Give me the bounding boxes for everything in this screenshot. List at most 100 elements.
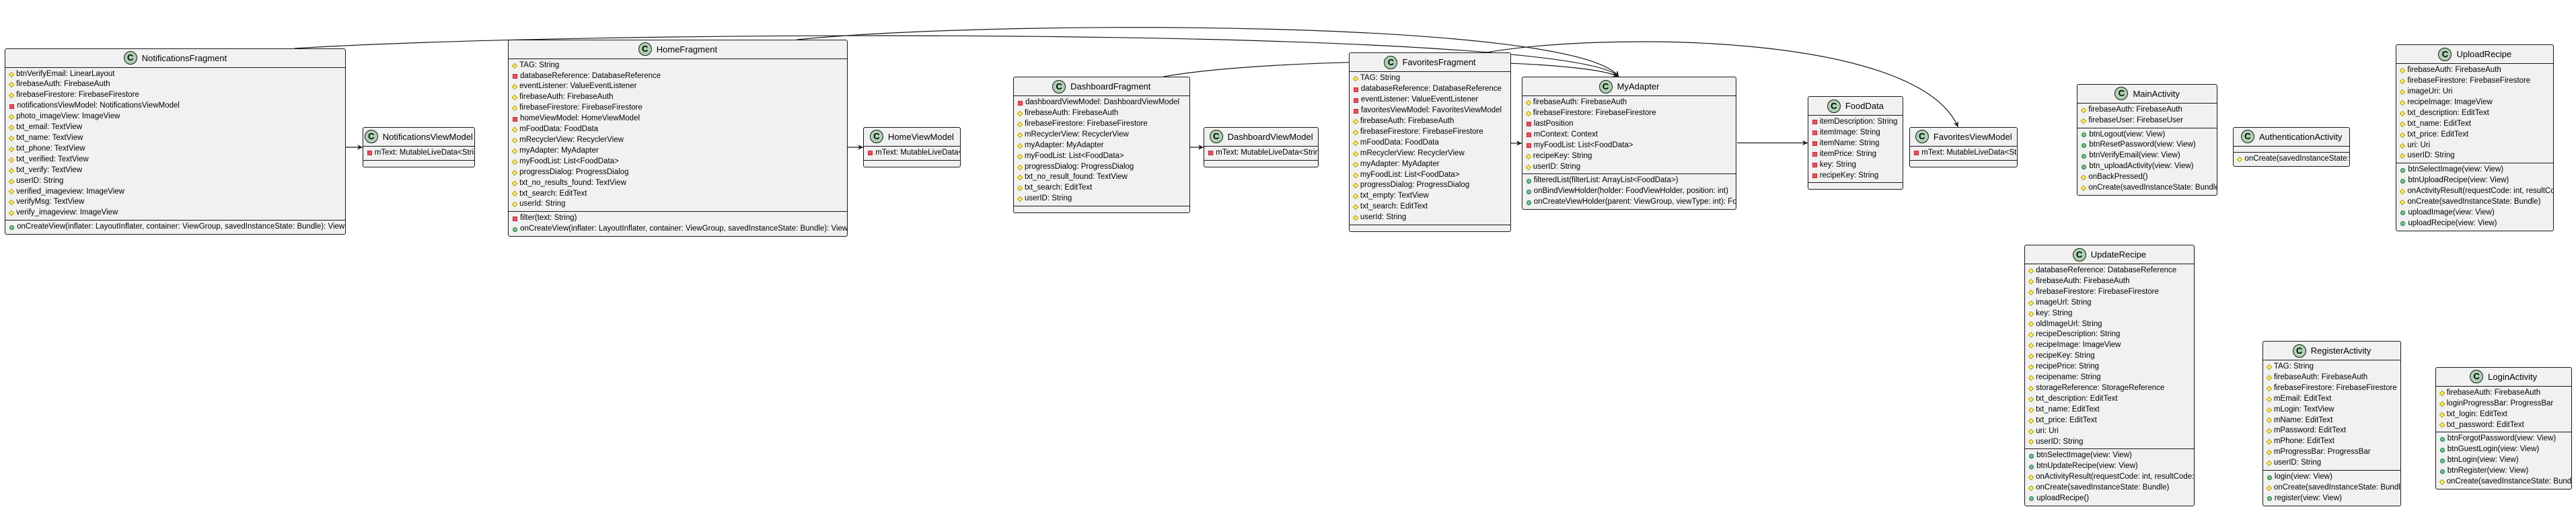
methods-compartment: btnSelectImage(view: View)btnUploadRecip… <box>2396 163 2553 230</box>
class-field: btnVerifyEmail: LinearLayout <box>8 69 341 80</box>
method-text: onBackPressed() <box>2088 173 2148 182</box>
public-visibility-icon <box>2400 221 2406 227</box>
class-field: recipeKey: String <box>1525 151 1732 162</box>
field-text: firebaseFirestore: FirebaseFirestore <box>2036 287 2159 296</box>
class-method: uploadRecipe() <box>2029 494 2190 504</box>
class-field: txt_login: EditText <box>2439 409 2567 420</box>
method-text: btnLogout(view: View) <box>2089 130 2166 139</box>
private-visibility-icon <box>1812 141 1817 147</box>
field-text: storageReference: StorageReference <box>2036 383 2165 392</box>
public-visibility-icon <box>2400 178 2406 184</box>
protected-visibility-icon <box>1017 143 1023 149</box>
protected-visibility-icon <box>8 167 15 173</box>
class-field: userID: String <box>1525 162 1732 173</box>
method-text: onCreateView(inflater: LayoutInflater, c… <box>17 223 345 231</box>
protected-visibility-icon <box>2266 418 2273 424</box>
class-field: firebaseFirestore: FirebaseFirestore <box>2400 76 2549 87</box>
class-field: loginProgressBar: ProgressBar <box>2439 399 2567 409</box>
class-name: HomeFragment <box>656 44 718 54</box>
protected-visibility-icon <box>511 202 518 208</box>
class-field: mPhone: EditText <box>2266 436 2396 447</box>
field-text: photo_imageView: ImageView <box>16 112 120 121</box>
field-text: firebaseAuth: FirebaseAuth <box>2446 388 2541 397</box>
fields-compartment: mText: MutableLiveData<String> <box>1910 147 2017 161</box>
class-field: txt_no_results_found: TextView <box>511 178 843 189</box>
protected-visibility-icon <box>511 105 518 112</box>
arrow-head-icon <box>1516 141 1522 146</box>
field-text: progressDialog: ProgressDialog <box>1360 181 1470 190</box>
protected-visibility-icon <box>2081 174 2087 181</box>
protected-visibility-icon <box>1525 153 1532 159</box>
field-text: userID: String <box>2273 459 2322 467</box>
class-field: txt_no_result_found: TextView <box>1017 172 1185 183</box>
method-text: btnVerifyEmail(view: View) <box>2089 151 2180 160</box>
class-field: itemPrice: String <box>1812 149 1899 160</box>
class-field: imageUrl: String <box>2028 298 2190 309</box>
protected-visibility-icon <box>2028 407 2034 413</box>
class-field: firebaseAuth: FirebaseAuth <box>2439 388 2567 399</box>
protected-visibility-icon <box>1352 183 1359 189</box>
method-text: onCreateViewHolder(parent: ViewGroup, vi… <box>1533 198 1737 206</box>
field-text: key: String <box>2036 309 2073 317</box>
protected-visibility-icon <box>8 93 15 99</box>
protected-visibility-icon <box>511 191 518 197</box>
protected-visibility-icon <box>1017 132 1023 139</box>
field-text: key: String <box>1819 160 1857 169</box>
class-field: txt_verified: TextView <box>8 155 341 165</box>
methods-compartment <box>363 161 474 167</box>
class-method: onCreate(savedInstanceState: Bundle) <box>2028 483 2190 494</box>
arrow-head-icon <box>1613 71 1619 77</box>
field-text: mRecyclerView: RecyclerView <box>1024 130 1129 139</box>
class-field: uri: Uri <box>2400 141 2549 151</box>
protected-visibility-icon <box>1017 186 1023 192</box>
field-text: uri: Uri <box>2407 141 2431 149</box>
class-field: photo_imageView: ImageView <box>8 112 341 122</box>
class-name: FoodData <box>1845 101 1884 111</box>
field-text: txt_search: EditText <box>519 189 587 198</box>
class-field: oldImageUrl: String <box>2028 319 2190 330</box>
protected-visibility-icon <box>1017 196 1023 202</box>
protected-visibility-icon <box>511 126 518 133</box>
protected-visibility-icon <box>2266 396 2273 402</box>
class-name: HomeViewModel <box>887 131 954 142</box>
class-name: DashboardViewModel <box>1227 131 1313 142</box>
methods-compartment: filter(text: String)onCreateView(inflate… <box>509 212 847 236</box>
arrow-head-icon <box>1953 121 1958 127</box>
methods-compartment: login(view: View)onCreate(savedInstanceS… <box>2263 471 2400 506</box>
class-method: btnUpdateRecipe(view: View) <box>2029 461 2190 472</box>
class-field: txt_description: EditText <box>2028 394 2190 405</box>
method-text: onCreate(savedInstanceState: Bundle) <box>2244 154 2349 163</box>
class-field: userID: String <box>1017 194 1185 204</box>
class-method: btnVerifyEmail(view: View) <box>2082 151 2213 161</box>
private-visibility-icon <box>1208 151 1214 156</box>
protected-visibility-icon <box>1525 110 1532 117</box>
methods-compartment: filteredList(filterList: ArrayList<FoodD… <box>1522 174 1736 209</box>
field-text: myAdapter: MyAdapter <box>1360 159 1440 168</box>
field-text: firebaseAuth: FirebaseAuth <box>2036 276 2130 285</box>
field-text: txt_empty: TextView <box>1360 192 1429 200</box>
protected-visibility-icon <box>2028 375 2034 381</box>
field-text: firebaseFirestore: FirebaseFirestore <box>16 91 139 100</box>
method-text: onActivityResult(requestCode: int, resul… <box>2407 187 2554 196</box>
class-field: myFoodList: List<FoodData> <box>1017 151 1185 162</box>
class-field: firebaseFirestore: FirebaseFirestore <box>511 103 843 114</box>
protected-visibility-icon <box>2028 474 2034 481</box>
method-text: btnSelectImage(view: View) <box>2036 451 2132 460</box>
protected-visibility-icon <box>2028 300 2034 306</box>
class-stereotype-icon: C <box>638 42 652 56</box>
class-name: LoginActivity <box>2488 371 2538 382</box>
field-text: txt_name: TextView <box>16 133 83 142</box>
protected-visibility-icon <box>2028 321 2034 327</box>
class-field: TAG: String <box>1352 73 1506 84</box>
class-field: userID: String <box>2266 458 2396 469</box>
field-text: txt_price: EditText <box>2036 416 2097 424</box>
methods-compartment <box>1204 161 1318 167</box>
field-text: myFoodList: List<FoodData> <box>1533 141 1633 149</box>
fields-compartment: mText: MutableLiveData<String> <box>864 147 960 161</box>
protected-visibility-icon <box>2266 385 2273 392</box>
field-text: itemImage: String <box>1819 128 1880 136</box>
